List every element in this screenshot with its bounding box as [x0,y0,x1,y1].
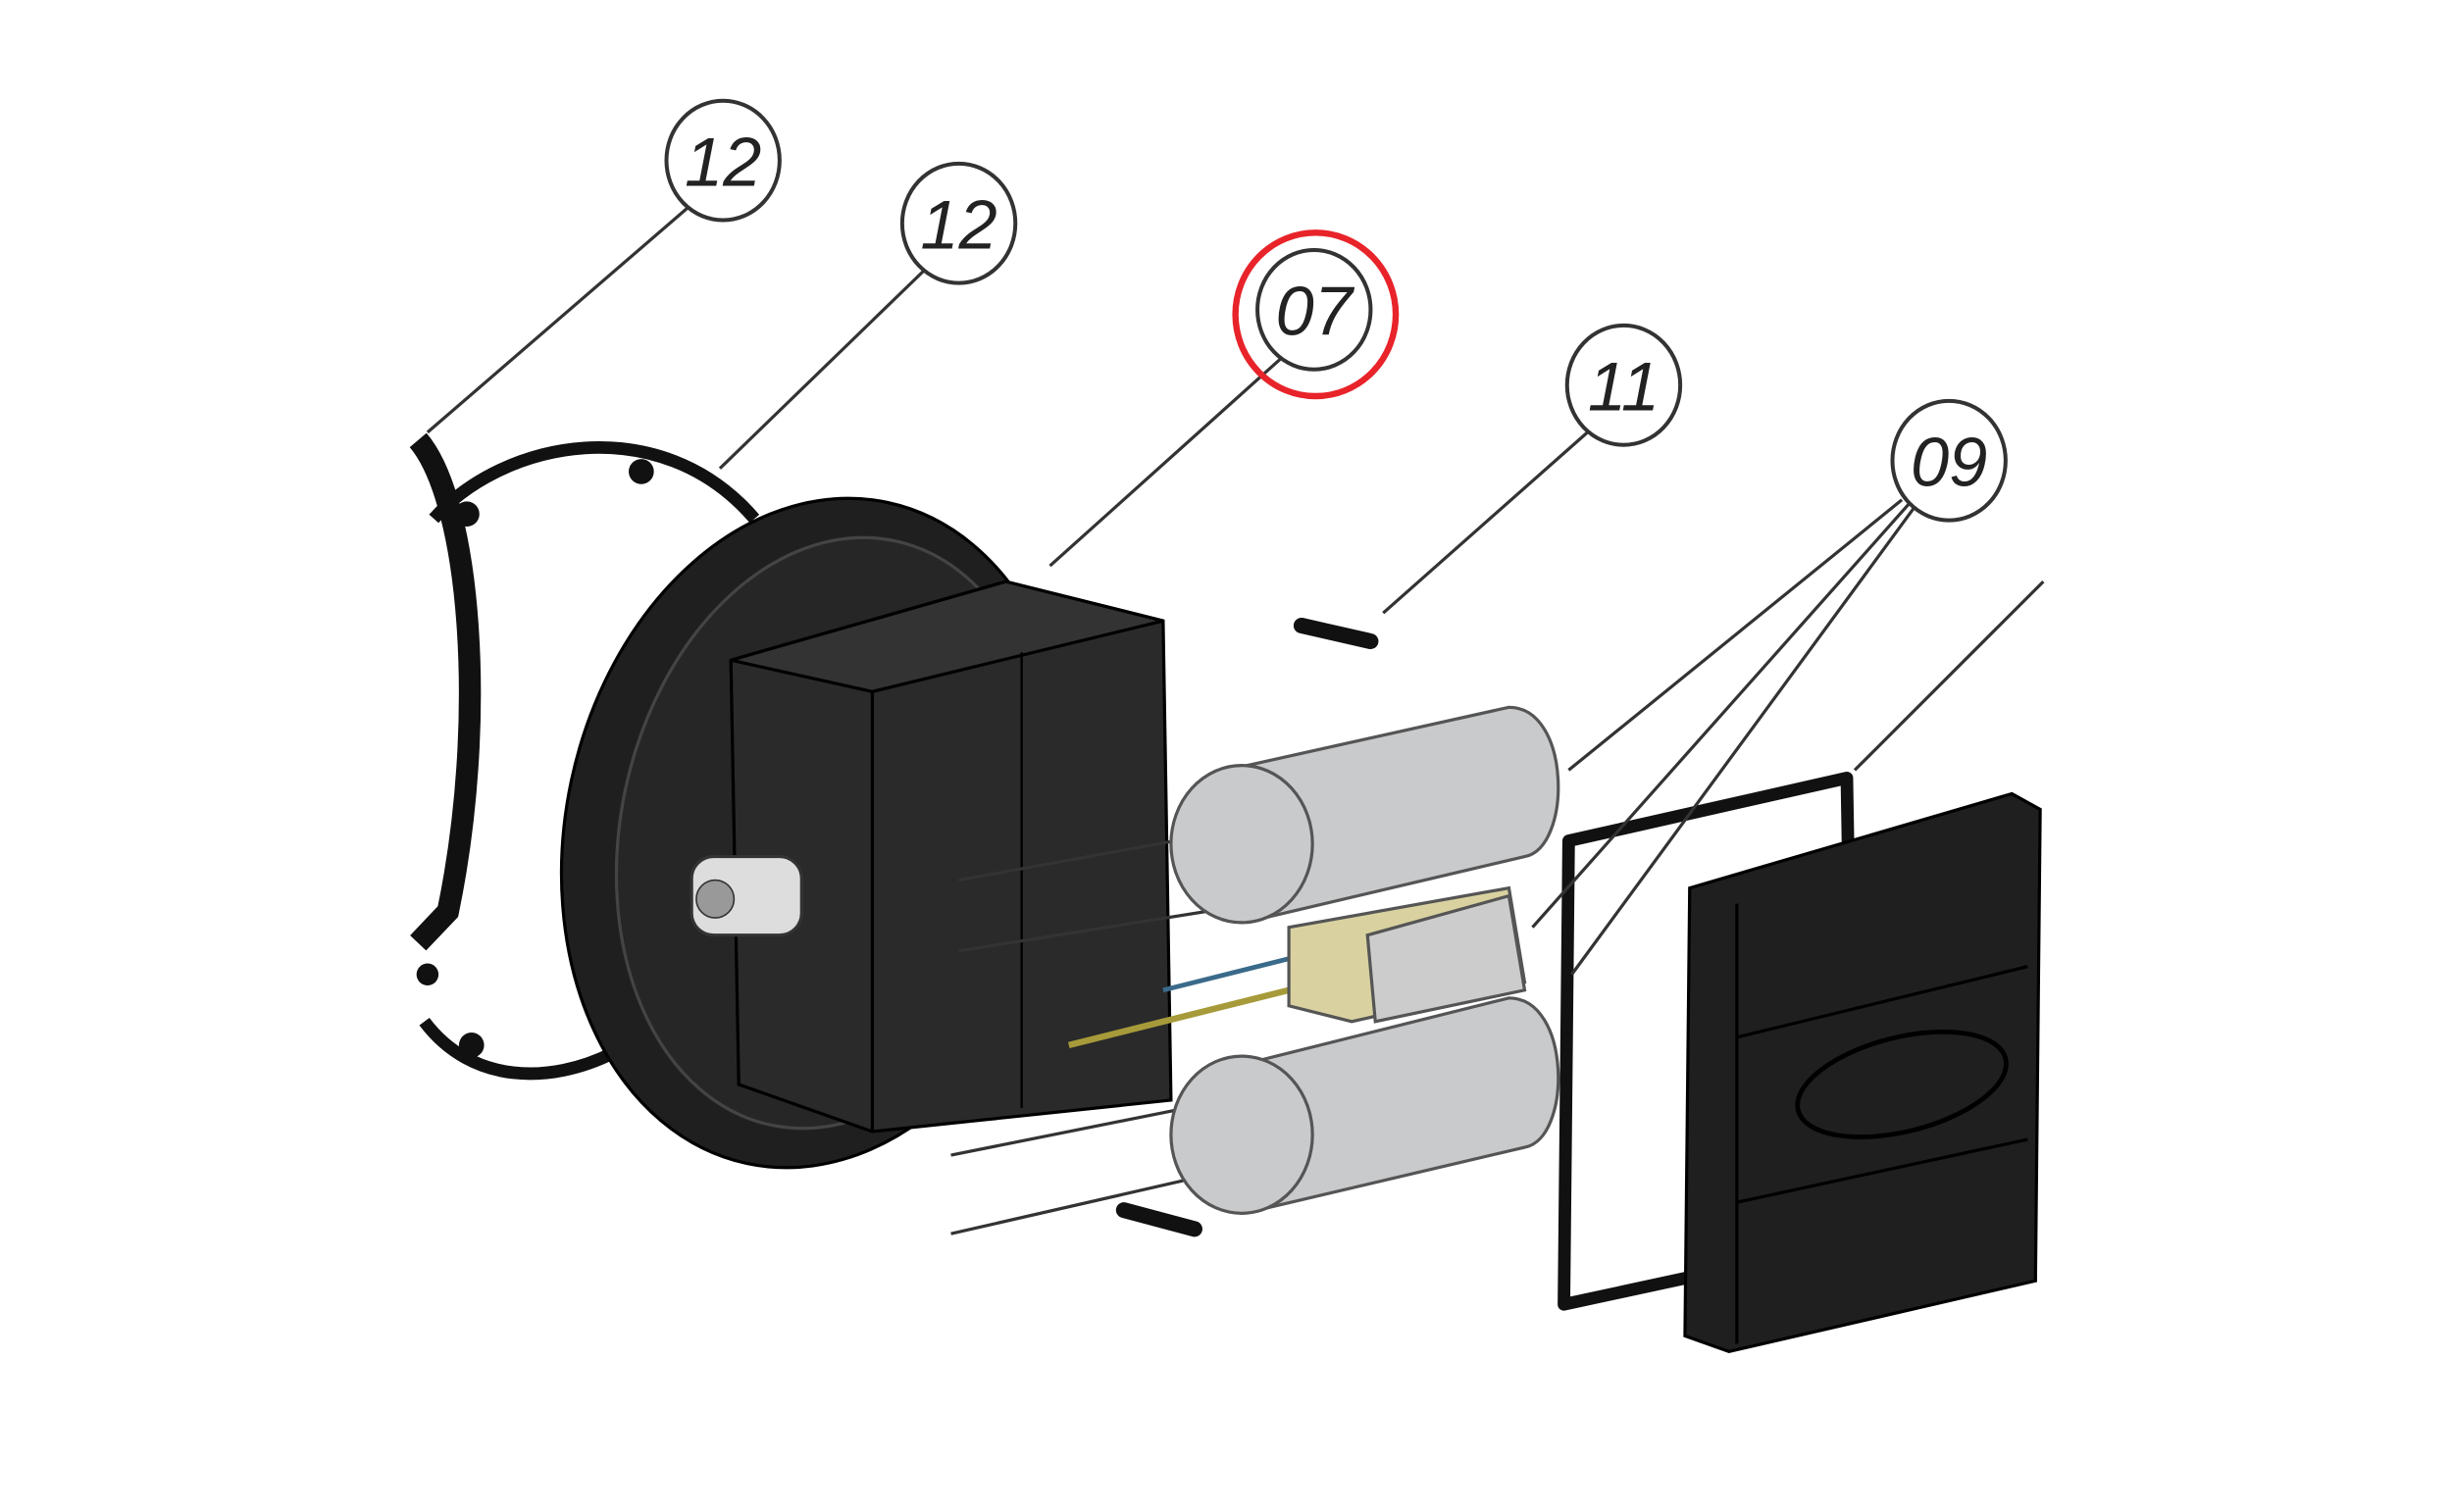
callout-label: 12 [920,185,996,263]
callout-label: 12 [685,123,761,200]
control-box-cover [1683,791,2042,1354]
callout-07-highlighted: 07 [1232,229,1400,400]
callout-label: 07 [1276,273,1355,350]
callout-11: 11 [1564,323,1683,447]
inner-gasket-ring [416,441,760,1081]
capacitor-lower [1169,996,1560,1215]
outer-gasket-ring [409,432,482,951]
callout-12-inner: 12 [899,161,1018,285]
highlight-circle [1232,229,1400,400]
capacitor-upper [1169,705,1560,925]
screw-top [1293,617,1379,650]
callout-12-outer: 12 [664,98,782,223]
callout-label: 09 [1911,423,1987,500]
callout-09: 09 [1890,398,2008,523]
screw-bottom [1115,1202,1202,1237]
relay-block [1287,885,1527,1024]
logo-emblem [1795,1029,2009,1139]
housing-box [690,580,1173,1134]
leader-lines [426,203,2045,976]
callout-label: 11 [1588,347,1660,425]
